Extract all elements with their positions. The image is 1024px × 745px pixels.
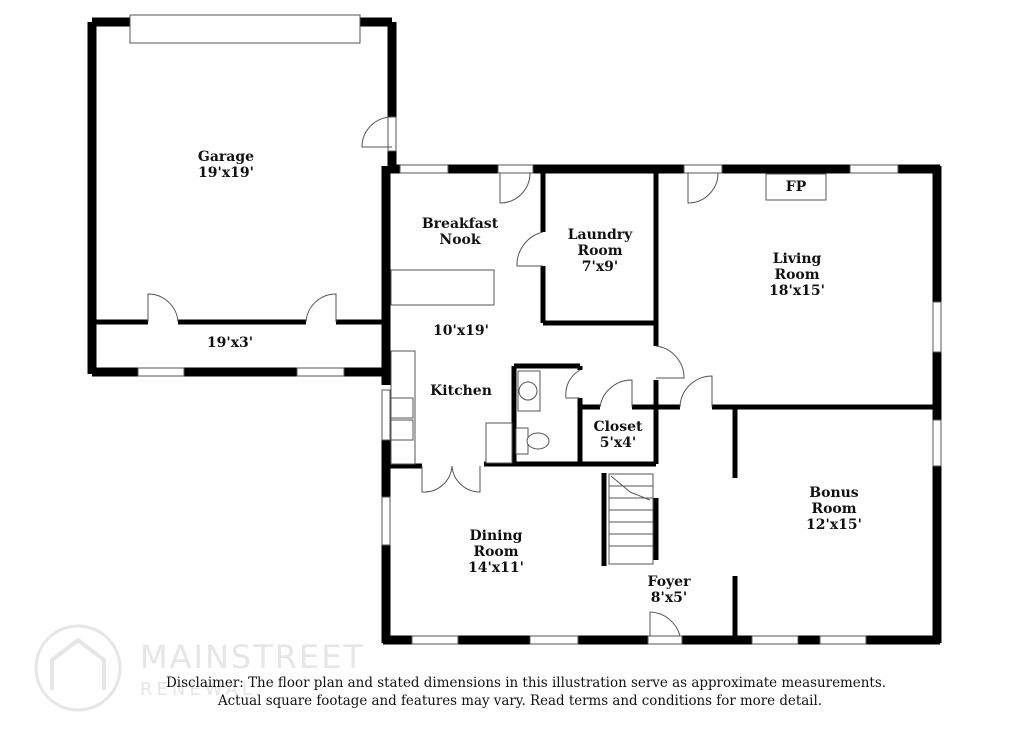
- toilet-tank: [515, 427, 529, 455]
- stair-treads: [609, 475, 653, 547]
- door-swing: [147, 293, 179, 323]
- window: [381, 389, 391, 441]
- window: [819, 635, 867, 645]
- vanity-basin: [518, 381, 538, 401]
- kitchen-appliance: [485, 422, 513, 464]
- garage-walls: [87, 17, 397, 377]
- windows: [137, 164, 942, 645]
- window: [411, 635, 459, 645]
- garage-name: Garage: [198, 149, 254, 165]
- laundry-dim: 7'x9': [582, 259, 618, 275]
- window: [849, 164, 899, 174]
- garage-strip-dim: 19'x3': [207, 335, 253, 351]
- closet-dim: 5'x4': [600, 435, 636, 451]
- garage-dim: 19'x19': [198, 165, 254, 181]
- door-swing: [599, 379, 633, 408]
- door-swing: [499, 172, 531, 204]
- door-swing: [421, 465, 453, 493]
- door-leaf: [647, 635, 683, 645]
- living-dim: 18'x15': [769, 283, 825, 299]
- toilet-bowl: [526, 432, 550, 450]
- watermark-line1: MAINSTREET: [140, 638, 365, 676]
- bonus-name-1: Bonus: [809, 485, 859, 501]
- window: [932, 419, 942, 467]
- watermark-line2: RENEWAL: [140, 679, 256, 700]
- window: [399, 164, 449, 174]
- window: [381, 496, 391, 546]
- watermark-circle: [34, 624, 122, 712]
- watermark-house-icon: [50, 637, 106, 690]
- fireplace-label: FP: [786, 179, 807, 195]
- foyer-dim: 8'x5': [651, 590, 687, 606]
- laundry-name-1: Laundry: [568, 227, 633, 243]
- door-swing: [361, 116, 393, 148]
- door-swing: [565, 369, 581, 399]
- door-swing: [516, 231, 544, 267]
- door-swing: [305, 293, 337, 323]
- kitchen-name: Kitchen: [430, 383, 492, 399]
- door-swing: [679, 375, 713, 408]
- door-swing: [655, 345, 685, 379]
- window: [296, 367, 345, 377]
- door-swing: [451, 465, 481, 493]
- disclaimer-line2: Actual square footage and features may v…: [217, 693, 822, 709]
- bonus-name-2: Room: [811, 501, 856, 517]
- dining-dim: 14'x11': [468, 560, 524, 576]
- dining-name-1: Dining: [470, 528, 523, 544]
- disclaimer: Disclaimer: The floor plan and stated di…: [166, 675, 886, 709]
- sink-basin: [390, 419, 414, 441]
- interior-walls: [386, 169, 937, 640]
- foyer-name: Foyer: [648, 574, 692, 590]
- door-swing: [687, 172, 719, 204]
- living-name-2: Room: [774, 267, 819, 283]
- door-leaf: [387, 116, 397, 152]
- staircase-icon: [608, 473, 654, 565]
- garage-door: [129, 14, 361, 44]
- dining-name-2: Room: [473, 544, 518, 560]
- window: [137, 367, 185, 377]
- closet-name: Closet: [593, 419, 643, 435]
- bonus-dim: 12'x15': [806, 517, 862, 533]
- window: [751, 635, 799, 645]
- door-leaf: [683, 164, 723, 174]
- window: [529, 635, 579, 645]
- fixtures: [390, 173, 827, 565]
- fireplace: [765, 173, 827, 201]
- doors: [147, 116, 723, 645]
- sink-basin: [390, 397, 414, 419]
- disclaimer-line1: Disclaimer: The floor plan and stated di…: [166, 675, 886, 691]
- laundry-name-2: Room: [577, 243, 622, 259]
- living-name-1: Living: [773, 251, 822, 267]
- breakfast-name-1: Breakfast: [422, 216, 499, 232]
- kitchen-dim: 10'x19': [433, 323, 489, 339]
- house-exterior-walls: [381, 164, 942, 645]
- kitchen-island: [390, 269, 495, 306]
- door-swing: [649, 611, 681, 637]
- door-leaf: [497, 164, 534, 174]
- watermark-logo: MAINSTREET RENEWAL: [34, 624, 365, 712]
- room-labels: Garage 19'x19' 19'x3' Breakfast Nook 10'…: [198, 149, 862, 606]
- breakfast-name-2: Nook: [439, 232, 480, 248]
- window: [932, 301, 942, 353]
